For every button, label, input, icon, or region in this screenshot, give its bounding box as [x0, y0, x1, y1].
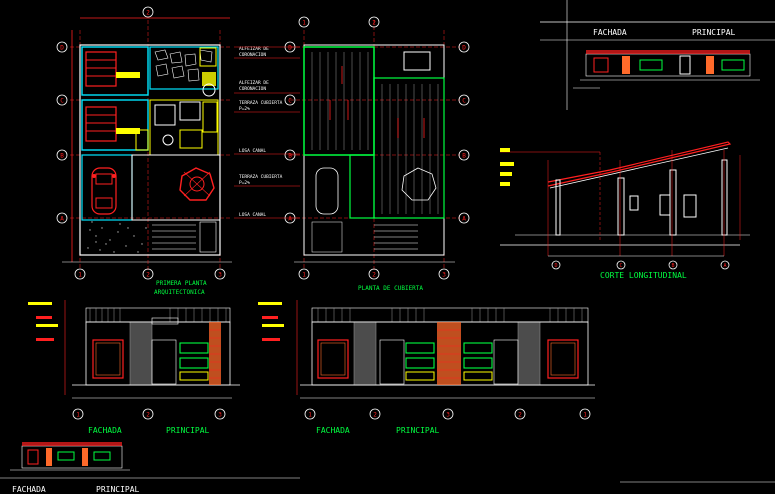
note-terraza-south-1: TERRAZA CUBIERTA	[239, 174, 283, 180]
plan-row-bubble-d: D	[60, 45, 64, 52]
floor-plan	[56, 6, 232, 280]
facade-right-bubble-3: 3	[446, 412, 450, 419]
facade-left-bubble-2: 2	[146, 412, 150, 419]
facade-left-title-right: PRINCIPAL	[166, 426, 210, 435]
note-terraza-2: P=2%	[239, 106, 250, 112]
section-bubble-c: C	[619, 263, 622, 269]
facade-right-bubble-2: 2	[373, 412, 377, 419]
facade-right-bubble-1: 1	[308, 412, 312, 419]
plan-row-bubble-c: C	[60, 98, 64, 105]
plan-top-bubble-2: 2	[146, 10, 150, 17]
roof-col-bubble-1: 1	[302, 272, 306, 279]
roof-row-bubble-c-right: C	[462, 98, 466, 105]
roof-row-bubble-d: D	[288, 45, 292, 52]
facade-right-bubble-1b: 1	[583, 412, 587, 419]
facade-bottom-title-left: FACHADA	[12, 485, 46, 494]
plan-col-bubble-3: 3	[218, 272, 222, 279]
facade-small-top	[540, 0, 775, 110]
facade-left-title-left: FACHADA	[88, 426, 122, 435]
roof-row-bubble-b: B	[288, 153, 292, 160]
facade-principal-right	[258, 300, 595, 420]
note-terraza-south-2: P=2%	[239, 180, 250, 186]
section-bubble-d: D	[554, 263, 557, 269]
facade-right-title-left: FACHADA	[316, 426, 350, 435]
facade-top-title-left: FACHADA	[593, 28, 627, 37]
facade-bottom-title-right: PRINCIPAL	[96, 485, 140, 494]
floor-plan-title-line2: ARQUITECTONICA	[154, 289, 205, 296]
facade-top-title-right: PRINCIPAL	[692, 28, 736, 37]
roof-plan-title: PLANTA DE CUBIERTA	[358, 285, 423, 292]
facade-principal-left	[28, 300, 240, 420]
plan-row-bubble-b: B	[60, 153, 64, 160]
roof-row-bubble-a-right: A	[462, 216, 466, 223]
plan-col-bubble-1: 1	[78, 272, 82, 279]
note-terraza-1: TERRAZA CUBIERTA	[239, 100, 283, 106]
facade-right-title-right: PRINCIPAL	[396, 426, 440, 435]
section-title: CORTE LONGITUDINAL	[600, 271, 687, 280]
roof-row-bubble-a: A	[288, 216, 292, 223]
note-alfeizar-upper-1: ALFEIZAR DE	[239, 46, 269, 52]
plan-row-bubbles	[56, 6, 226, 280]
section-bubble-a: A	[723, 263, 726, 269]
facade-left-bubble-3: 3	[218, 412, 222, 419]
roof-top-bubble-2: 2	[372, 20, 376, 27]
section-longitudinal	[500, 141, 750, 270]
floor-plan-title-line1: PRIMERA PLANTA	[156, 280, 207, 287]
plan-col-bubble-2: 2	[146, 272, 150, 279]
note-losa-canal-1: LOSA CANAL	[239, 148, 266, 154]
plan-row-bubble-a: A	[60, 216, 64, 223]
facade-small-bottom	[0, 442, 300, 479]
note-alfeizar-mid-2: CORONACION	[239, 86, 266, 92]
roof-top-bubble-1: 1	[302, 20, 306, 27]
note-losa-canal-2: LOSA CANAL	[239, 212, 266, 218]
facade-right-bubble-2b: 2	[518, 412, 522, 419]
facade-left-bubble-1: 1	[76, 412, 80, 419]
roof-row-bubble-d-right: D	[462, 45, 466, 52]
note-alfeizar-upper-2: CORONACION	[239, 52, 266, 58]
roof-col-bubble-3: 3	[442, 272, 446, 279]
roof-row-bubble-c: C	[288, 98, 292, 105]
roof-plan	[284, 16, 470, 280]
note-alfeizar-mid-1: ALFEIZAR DE	[239, 80, 269, 86]
roof-row-bubble-b-right: B	[462, 153, 466, 160]
roof-col-bubble-2: 2	[372, 272, 376, 279]
section-bubble-b: B	[671, 263, 674, 269]
